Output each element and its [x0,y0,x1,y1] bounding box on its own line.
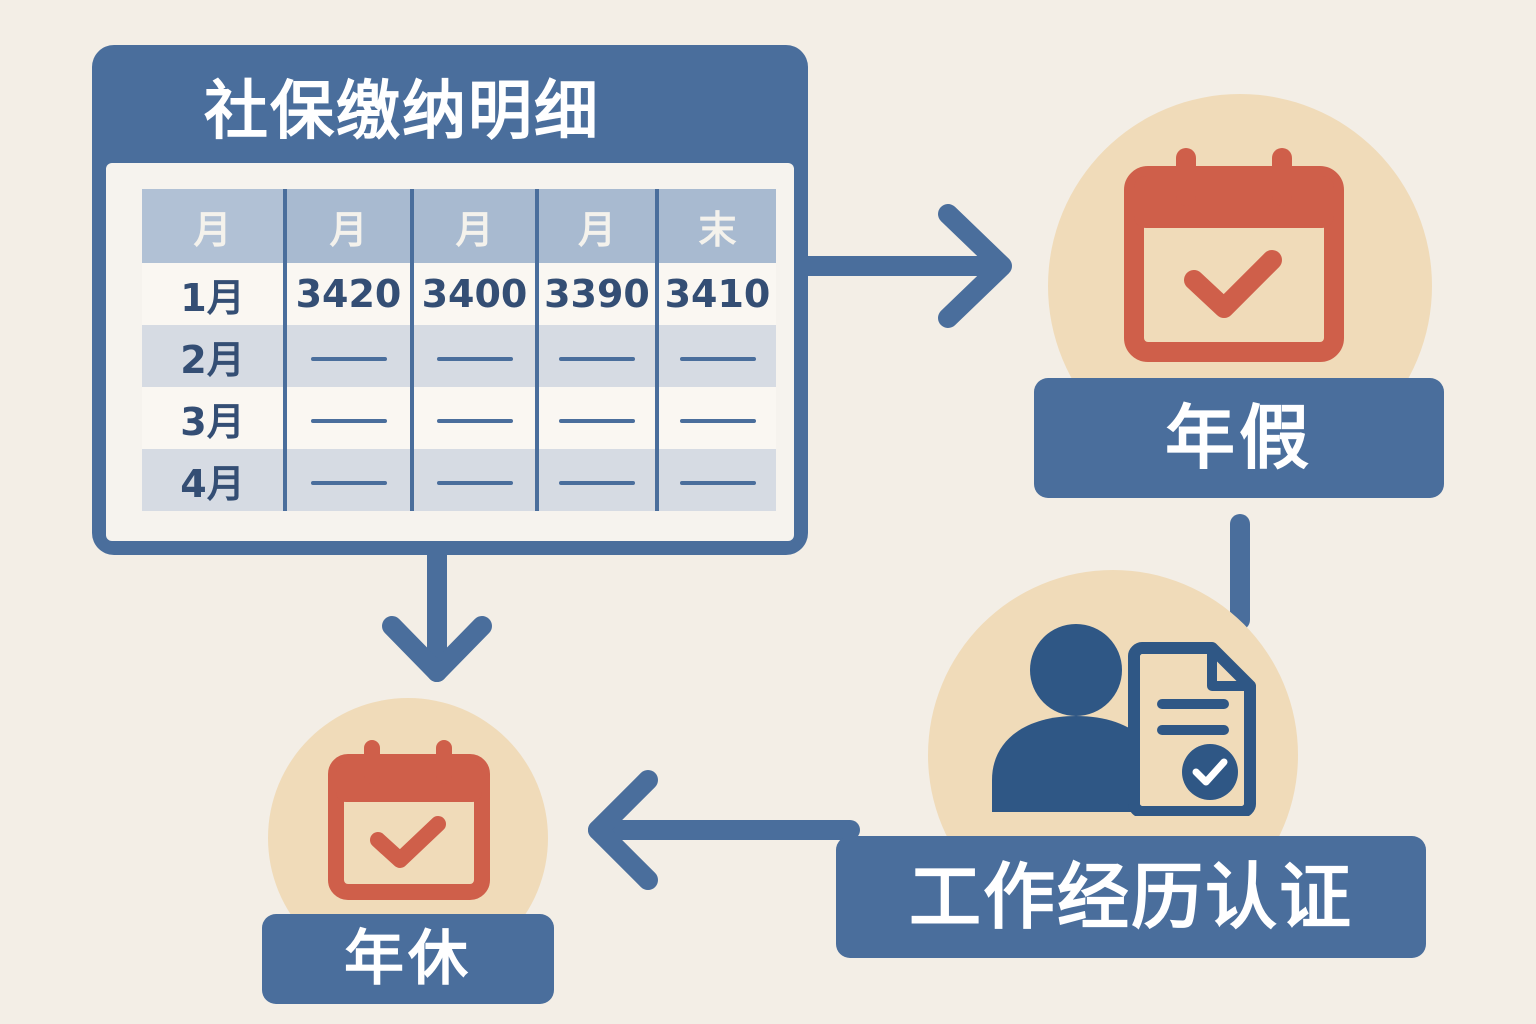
empty-cell [283,449,412,511]
header-cell: 月 [410,189,537,263]
row-label: 1月 [142,263,285,325]
annual-leave-label: 年假 [1034,378,1444,498]
empty-cell [655,449,776,511]
table-row: 3月 [142,387,776,449]
arrow-cert-to-annual-rest [588,770,860,890]
calendar-check-icon [328,740,490,900]
row-label: 2月 [142,325,285,387]
annual-rest-label: 年休 [262,914,554,1004]
table-cell: 3420 [283,263,412,325]
arrow-table-to-annual-leave [798,204,1012,328]
empty-cell [410,449,537,511]
dash-placeholder [436,356,513,361]
panel-title: 社保缴纳明细 [204,75,600,149]
dash-placeholder [559,480,635,485]
empty-cell [410,325,537,387]
dash-placeholder [310,418,387,423]
dash-placeholder [436,480,513,485]
table-cell: 3400 [410,263,537,325]
empty-cell [655,325,776,387]
table-container: 月 月 月 月 末 1月 3420 3400 3390 3410 2月 [106,163,794,541]
dash-placeholder [559,356,635,361]
empty-cell [535,325,657,387]
header-cell: 月 [535,189,657,263]
empty-cell [283,387,412,449]
empty-cell [535,449,657,511]
person-document-icon [992,624,1256,816]
empty-cell [283,325,412,387]
table-cell: 3390 [535,263,657,325]
header-cell: 月 [283,189,412,263]
dash-placeholder [559,418,635,423]
calendar-check-icon [1124,148,1344,362]
header-cell: 末 [655,189,776,263]
empty-cell [655,387,776,449]
row-label: 3月 [142,387,285,449]
contribution-table: 月 月 月 月 末 1月 3420 3400 3390 3410 2月 [142,189,776,511]
dash-placeholder [436,418,513,423]
arrow-table-to-annual-rest [382,545,492,682]
header-cell: 月 [142,189,285,263]
social-security-panel: 社保缴纳明细 月 月 月 月 末 1月 3420 3400 3390 3410 … [92,45,808,555]
table-row: 1月 3420 3400 3390 3410 [142,263,776,325]
dash-placeholder [679,480,756,485]
dash-placeholder [679,356,756,361]
table-header-row: 月 月 月 月 末 [142,189,776,263]
empty-cell [535,387,657,449]
work-cert-label: 工作经历认证 [836,836,1426,958]
dash-placeholder [310,356,387,361]
table-row: 4月 [142,449,776,511]
table-cell: 3410 [655,263,776,325]
dash-placeholder [679,418,756,423]
row-label: 4月 [142,449,285,511]
table-row: 2月 [142,325,776,387]
dash-placeholder [310,480,387,485]
empty-cell [410,387,537,449]
